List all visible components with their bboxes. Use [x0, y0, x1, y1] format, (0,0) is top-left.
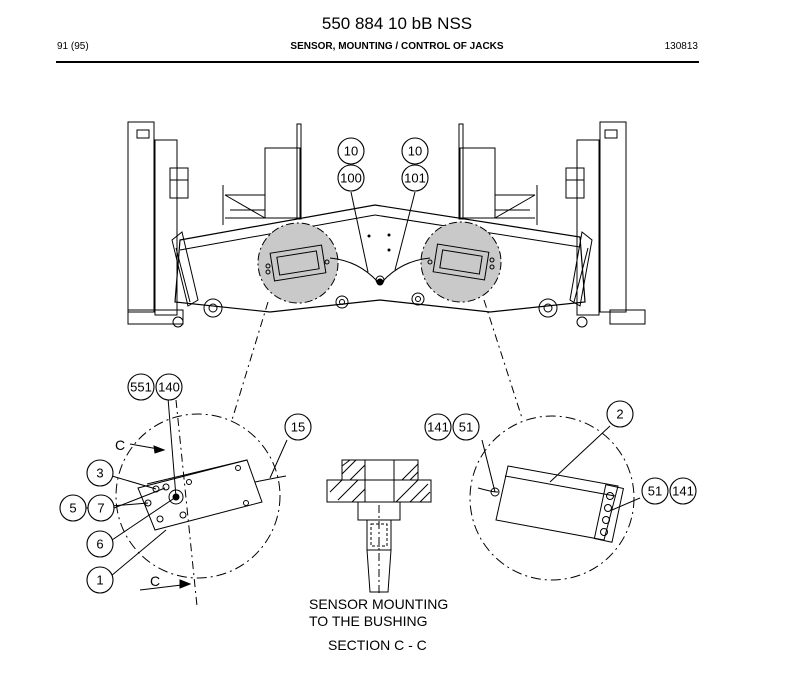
callout-100: 100 [337, 164, 365, 192]
callout-1: 1 [86, 566, 114, 594]
section-mark-c-upper: C [115, 437, 125, 453]
callout-7: 7 [87, 494, 115, 522]
page-number: 91 (95) [57, 41, 89, 52]
svg-text:6: 6 [96, 537, 103, 552]
main-frame-assembly [127, 121, 646, 328]
left-sensor-detail-region [257, 222, 339, 304]
callout-141-right: 141 [669, 477, 697, 505]
svg-text:1: 1 [96, 573, 103, 588]
left-sensor-cable [329, 257, 379, 283]
callout-6: 6 [86, 530, 114, 558]
right-sensor-detail-region [420, 221, 502, 303]
right-detail-view [469, 415, 641, 581]
left-detail-view: C C [85, 397, 288, 607]
callout-551: 551 [127, 373, 155, 401]
svg-text:51: 51 [648, 484, 662, 499]
svg-text:141: 141 [427, 420, 449, 435]
callout-51-left: 51 [452, 413, 480, 441]
svg-text:3: 3 [96, 466, 103, 481]
svg-text:2: 2 [616, 407, 623, 422]
callout-141-left: 141 [424, 413, 452, 441]
callout-140: 140 [155, 373, 183, 401]
svg-text:10: 10 [344, 144, 358, 159]
svg-text:7: 7 [97, 501, 104, 516]
svg-text:15: 15 [291, 420, 305, 435]
svg-text:101: 101 [404, 171, 426, 186]
callout-10-right: 10 [401, 137, 429, 165]
callout-15: 15 [284, 413, 312, 441]
document-title: 550 884 10 bB NSS [321, 14, 473, 33]
mounting-caption-line1: SENSOR MOUNTING [309, 596, 449, 612]
svg-text:100: 100 [340, 171, 362, 186]
header-rule [56, 61, 699, 63]
svg-text:140: 140 [158, 380, 180, 395]
svg-text:551: 551 [130, 380, 152, 395]
svg-text:10: 10 [408, 144, 422, 159]
callout-5: 5 [59, 494, 87, 522]
svg-text:141: 141 [672, 484, 694, 499]
section-c-c-view [326, 459, 432, 595]
drawing-code: 130813 [664, 41, 698, 52]
mounting-caption-line2: TO THE BUSHING [309, 613, 428, 629]
callout-2: 2 [606, 400, 634, 428]
callout-101: 101 [401, 164, 429, 192]
section-caption: SECTION C - C [328, 637, 427, 653]
section-heading: SENSOR, MOUNTING / CONTROL OF JACKS [290, 41, 504, 52]
callout-51-right: 51 [641, 477, 669, 505]
svg-text:5: 5 [69, 501, 76, 516]
callout-3: 3 [86, 459, 114, 487]
right-sensor-cable [381, 257, 431, 283]
cable-junction [376, 278, 384, 286]
section-mark-c-lower: C [150, 573, 160, 589]
callout-10-left: 10 [337, 137, 365, 165]
svg-text:51: 51 [459, 420, 473, 435]
